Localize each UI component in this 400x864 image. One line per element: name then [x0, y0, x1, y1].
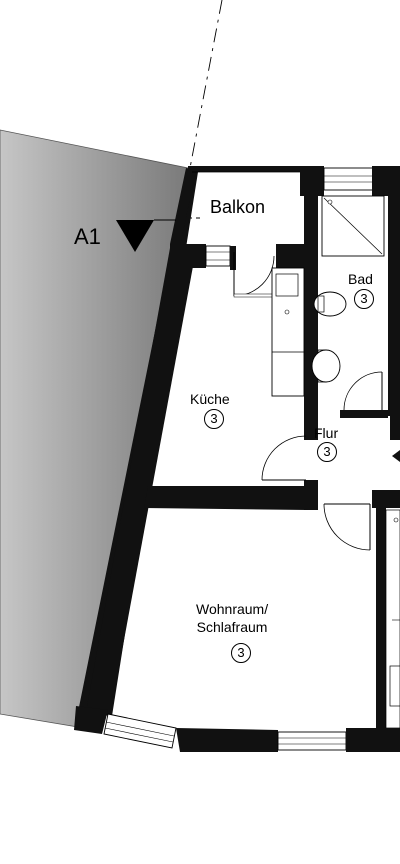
toilet-bowl	[311, 349, 341, 383]
kitchen-living-wall	[144, 486, 308, 510]
room-label-kueche: Küche	[190, 391, 230, 407]
west-wall-inner	[86, 248, 196, 716]
room-label-wohnraum-line1: Wohnraum/	[196, 601, 269, 617]
section-marker-triangle	[116, 220, 154, 252]
south-wall	[346, 728, 400, 752]
bad-east-wall	[388, 196, 400, 416]
room-label-wohnraum: Wohnraum/ Schlafraum	[196, 600, 268, 636]
room-number-bad: 3	[354, 289, 374, 309]
room-number-kueche: 3	[204, 409, 224, 429]
entrance-arrow	[392, 450, 400, 462]
balcony-west-wall	[170, 168, 196, 246]
section-marker-label: A1	[74, 224, 101, 249]
room-label-wohnraum-line2: Schlafraum	[196, 619, 268, 635]
section-cut-line	[189, 0, 223, 169]
room-number-wohnraum: 3	[231, 643, 251, 663]
south-wall	[74, 706, 108, 734]
balcony-inner-wall	[170, 244, 206, 268]
room-label-bad: Bad	[348, 271, 373, 287]
room-label-balkon: Balkon	[210, 197, 266, 217]
pillar	[300, 166, 324, 196]
balcony-rail-top	[188, 166, 300, 172]
south-wall	[176, 728, 278, 752]
flur-wall	[304, 416, 318, 440]
room-number-flur: 3	[317, 442, 337, 462]
pillar	[372, 166, 400, 196]
room-label-flur: Flur	[314, 425, 339, 441]
flur-east-wall	[390, 416, 400, 440]
living-east-wall	[376, 508, 386, 730]
